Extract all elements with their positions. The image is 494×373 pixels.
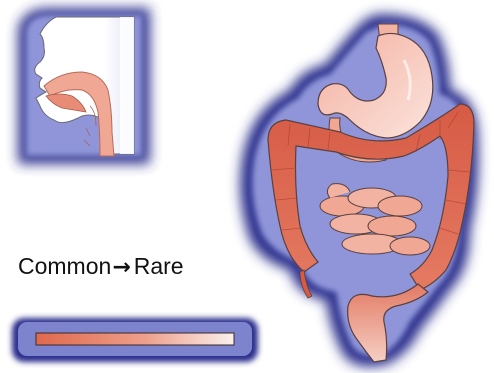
frequency-gradient (36, 333, 234, 345)
legend-end-label: Rare (134, 253, 184, 279)
frequency-scale-label: Common→Rare (18, 252, 184, 282)
mouth-panel (18, 8, 150, 164)
right-arrow-icon: → (112, 255, 130, 280)
gi-tract (240, 14, 478, 367)
frequency-legend-bar (12, 318, 258, 362)
legend-start-label: Common (18, 253, 111, 279)
